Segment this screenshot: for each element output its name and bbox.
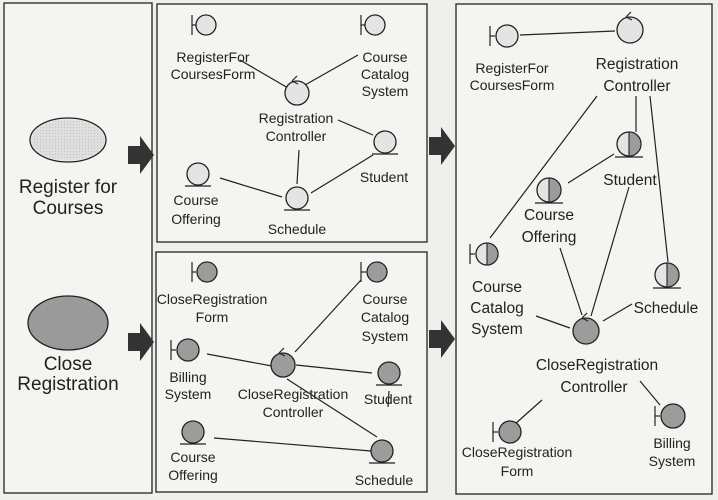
use-case-register-texture [32, 120, 104, 160]
use-case-close-ellipse [27, 295, 109, 351]
register-schedule-node[interactable]: Schedule [268, 186, 327, 237]
close-links [206, 279, 390, 452]
register-student-node[interactable]: Student [360, 130, 408, 185]
combined-student-label: Student [603, 172, 657, 189]
arrow-close-to-diagram [128, 323, 154, 361]
close-student-node[interactable]: Student [364, 361, 412, 407]
use-case-register-label-1: Register for [19, 177, 118, 198]
combined-schedule-label: Schedule [634, 300, 699, 317]
close-schedule-node[interactable]: Schedule [355, 439, 414, 488]
register-student-label: Student [360, 169, 408, 185]
close-schedule-label: Schedule [355, 472, 414, 488]
use-case-close-label-1: Close [44, 354, 93, 375]
combined-schedule-node[interactable]: Schedule [634, 262, 699, 317]
use-case-register-label-2: Courses [33, 198, 104, 219]
use-case-panel [3, 2, 153, 494]
close-student-label: Student [364, 391, 412, 407]
combined-links [489, 30, 669, 425]
register-schedule-label: Schedule [268, 221, 327, 237]
use-case-register[interactable]: Register for Courses [19, 117, 118, 219]
use-case-close[interactable]: Close Registration [17, 295, 119, 395]
arrow-close-to-combined [429, 320, 455, 358]
arrow-register-to-diagram [128, 136, 154, 174]
register-links [219, 54, 374, 198]
arrow-register-to-combined [429, 127, 455, 165]
combined-student-node[interactable]: Student [603, 131, 657, 189]
use-case-close-label-2: Registration [17, 374, 118, 395]
